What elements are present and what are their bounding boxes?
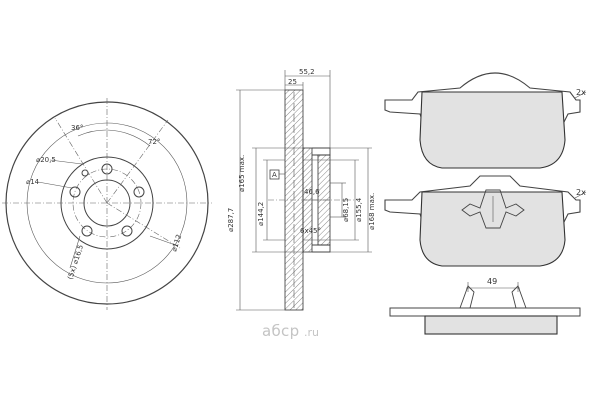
dia-hub-dim: ⌀144,2 [257, 202, 265, 226]
dia-hat-max-dim: ⌀165 max. [238, 155, 246, 192]
bolt-holes [69, 163, 145, 237]
disc-front-view: 36° 72° ⌀20,5 ⌀14 ⌀112 (5x) ⌀16,5 [2, 98, 212, 310]
angle-36-label: 36° [71, 124, 83, 132]
pcd-dim: ⌀112 [170, 233, 183, 252]
hat-depth-dim: 46,6 [304, 188, 320, 196]
overall-width-dim: 55,2 [299, 68, 315, 76]
pad-qty-middle: 2x [576, 188, 586, 197]
watermark-logo: aбcp .ru [262, 322, 319, 340]
hole-dia-dim: ⌀14 [26, 178, 40, 186]
angle-72-label: 72° [148, 138, 160, 146]
inner-dia-dim: (5x) ⌀16,5 [66, 244, 85, 281]
disc-thickness-dim: 25 [288, 78, 297, 86]
pad-friction-material [419, 91, 566, 169]
pad-spring-clip [461, 189, 525, 229]
chamfer-dim: 6x45° [300, 227, 321, 235]
bolt-hole [133, 186, 145, 198]
brake-pad-inner: 2x [384, 175, 587, 267]
locating-hole [81, 169, 89, 177]
disc-section-view: 55,2 25 A 46,6 6x45° ⌀287,7 ⌀165 max. ⌀1… [227, 68, 376, 311]
bolt-hole [121, 225, 133, 237]
dia-inner-max-dim: ⌀168 max. [368, 193, 376, 230]
dia-outer-dim: ⌀287,7 [227, 208, 235, 232]
dia-center-bore-dim: ⌀68,15 [342, 198, 350, 222]
dia-inner-dim: ⌀155,4 [355, 197, 363, 222]
pad-qty-top: 2x [576, 88, 586, 97]
pad-friction-block [424, 315, 558, 335]
watermark-brand: aбcp [262, 322, 299, 340]
watermark-suffix: .ru [304, 326, 319, 339]
bolt-circle-dim: ⌀20,5 [36, 156, 56, 164]
brake-pad-side-view: 49 [389, 277, 581, 335]
datum-label: A [272, 171, 277, 179]
bolt-hole [69, 186, 81, 198]
pad-backing-plate [389, 307, 581, 317]
datum-box [269, 169, 280, 180]
pad-friction-material [419, 191, 566, 267]
bolt-hole [81, 225, 93, 237]
clip-width-dim: 49 [487, 277, 497, 286]
brake-pad-outer: 2x [384, 72, 587, 169]
